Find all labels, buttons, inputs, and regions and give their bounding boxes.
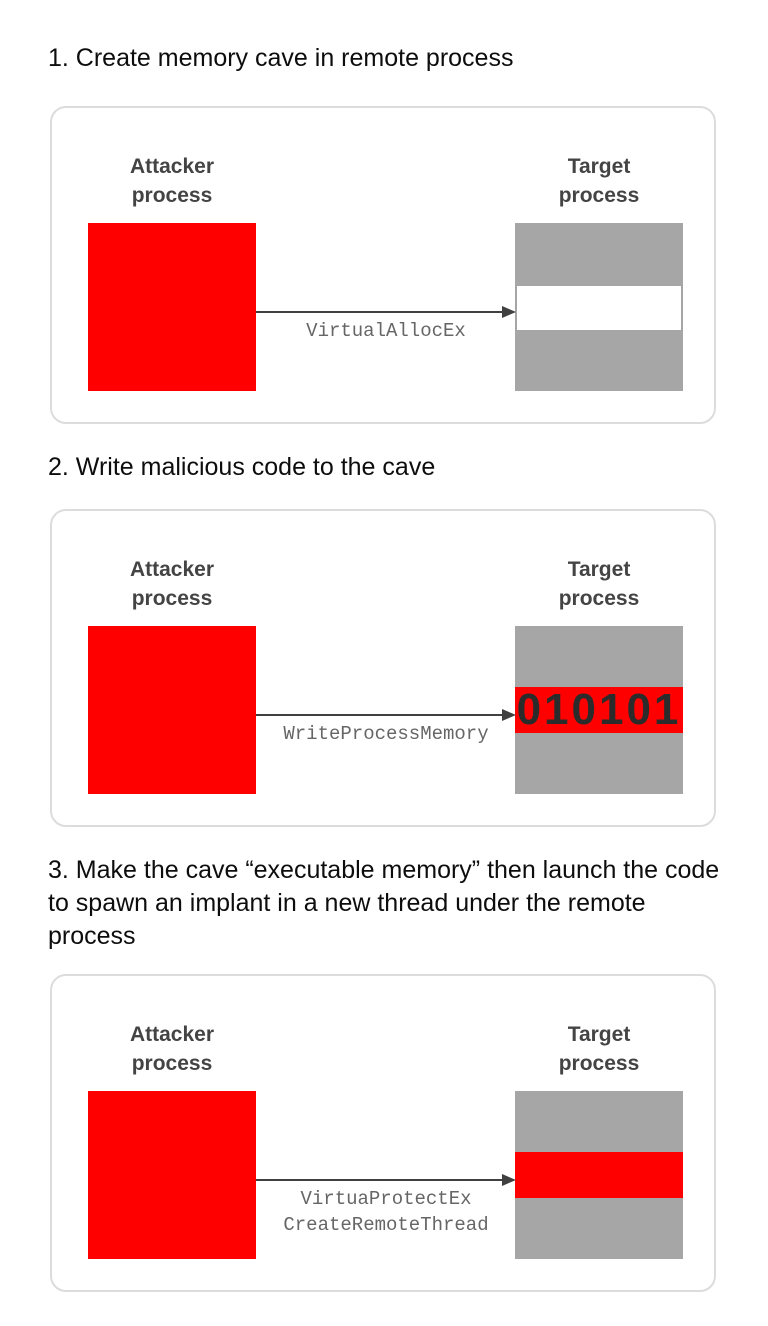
attacker-process-label: Attacker process <box>129 558 215 610</box>
step-3-title: 3. Make the cave “executable memory” the… <box>48 856 720 950</box>
step-2-title: 2. Write malicious code to the cave <box>48 453 436 481</box>
api-call-label: VirtuaProtectEx CreateRemoteThread <box>283 1188 489 1236</box>
memory-cave-empty <box>517 286 681 330</box>
attacker-process-block <box>88 223 256 391</box>
target-process-memory <box>515 223 683 391</box>
target-process-memory: 010101 <box>515 626 683 794</box>
memory-cave-executable <box>515 1152 683 1198</box>
attacker-process-label: Attacker process <box>129 155 215 207</box>
arrow-icon <box>256 1174 516 1186</box>
step-3-panel: Attacker process Target process VirtuaPr… <box>50 974 716 1292</box>
step-1-title: 1. Create memory cave in remote process <box>48 44 514 72</box>
target-process-memory <box>515 1091 683 1259</box>
attacker-process-label: Attacker process <box>129 1023 215 1075</box>
step-2-panel: Attacker process Target process 010101 W… <box>50 509 716 827</box>
arrow-icon <box>256 709 516 721</box>
api-call-label: VirtualAllocEx <box>306 320 466 342</box>
target-process-label: Target process <box>558 155 640 207</box>
api-call-label: WriteProcessMemory <box>283 723 489 745</box>
step-1-panel: Attacker process Target process VirtualA… <box>50 106 716 424</box>
arrow-icon <box>256 306 516 318</box>
target-process-label: Target process <box>558 1023 640 1075</box>
attacker-process-block <box>88 626 256 794</box>
attacker-process-block <box>88 1091 256 1259</box>
memory-cave-malicious-code: 010101 <box>515 687 683 733</box>
target-process-label: Target process <box>558 558 640 610</box>
